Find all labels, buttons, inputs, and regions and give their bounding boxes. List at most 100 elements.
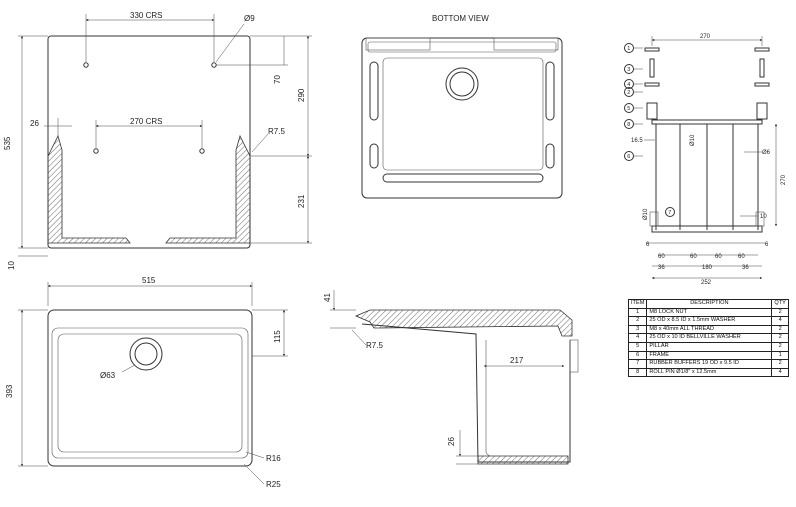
callout-label: 5: [627, 106, 630, 112]
dim-hole-dia: Ø9: [244, 14, 255, 23]
dim-side-26: 26: [447, 437, 456, 446]
dim-phi63: Ø63: [100, 371, 116, 380]
bom-item: 6: [627, 350, 648, 361]
bom-description: M8 LOCK NUT: [646, 307, 773, 318]
callout-label: 8: [627, 122, 630, 128]
bom-header-item: ITEM: [627, 299, 648, 309]
frame-dim-36-right: 36: [742, 265, 749, 271]
dim-330-crs: 330 CRS: [130, 11, 162, 20]
front-outline: [47, 35, 251, 249]
tap-hole: [199, 148, 205, 154]
bom-qty: 2: [771, 333, 789, 343]
bom-description: 25 OD x 10 ID BELLVILLE WASHER: [646, 333, 773, 343]
bom-item: 7: [627, 359, 648, 369]
frame-dim-270-side: 270: [781, 174, 787, 185]
bom-item: 5: [627, 341, 648, 352]
dim-515: 515: [142, 276, 156, 285]
frame-dim-6-right: 6: [765, 242, 769, 248]
dim-side-r7-5: R7.5: [366, 341, 383, 350]
callout-bubble: [665, 207, 675, 217]
tap-hole: [83, 62, 89, 68]
bom-description: ROLL PIN Ø1/8" x 12.5mm: [646, 367, 773, 378]
frame-dim-10: 10: [760, 214, 767, 220]
bom-description: 25 OD x 8.5 ID x 1.5mm WASHER: [646, 316, 773, 326]
frame-dim-252: 252: [701, 280, 712, 286]
front-left-wall: [47, 134, 131, 244]
front-section-view: 330 CRS Ø9 535 290 70 26 270 CRS R7.5 23…: [3, 11, 312, 270]
bom-header-qty: QTY: [771, 299, 789, 309]
dim-r25: R25: [266, 480, 281, 489]
frame-dim-60b: 60: [690, 254, 697, 260]
bom-description: M8 x 40mm ALL THREAD: [646, 324, 773, 335]
side-profile: [354, 309, 573, 337]
bom-qty: 4: [771, 367, 789, 378]
dim-290: 290: [297, 88, 306, 102]
callout-label: 6: [627, 154, 630, 160]
bom-qty: 2: [771, 324, 789, 335]
frame-dim-180: 180: [702, 265, 713, 271]
dim-10: 10: [7, 261, 16, 270]
plan-waste: [129, 337, 163, 371]
side-base: [477, 455, 569, 465]
frame-callouts: 1 3 4 2 5 8 6 7: [624, 43, 675, 217]
callout-label: 3: [627, 67, 630, 73]
plan-outline: [47, 309, 253, 467]
bottom-outline: [361, 37, 563, 199]
frame-dim-60d: 60: [738, 254, 745, 260]
bom-header-description: DESCRIPTION: [646, 299, 773, 309]
dim-270-crs: 270 CRS: [130, 117, 162, 126]
frame-dim-phi10-top: Ø10: [690, 134, 696, 146]
bottom-foot-rail: [369, 61, 379, 121]
callout-label: 1: [627, 46, 630, 52]
dim-41: 41: [323, 293, 332, 302]
bom-description: RUBBER BUFFERS 19 OD x 9.5 ID: [646, 359, 773, 369]
bottom-view-title: BOTTOM VIEW: [432, 14, 489, 23]
bottom-foot-rail: [382, 173, 544, 183]
frame-dim-phi10-left: Ø10: [643, 208, 649, 220]
frame-dim-60a: 60: [658, 254, 665, 260]
frame-dim-16-5: 16.5: [631, 138, 643, 144]
bom-item: 2: [627, 316, 648, 326]
frame-bottom-bar: [651, 225, 763, 233]
dim-217: 217: [510, 356, 524, 365]
front-right-wall: [165, 134, 251, 244]
frame-dim-270-top: 270: [700, 34, 711, 40]
frame-dim-36-left: 36: [658, 265, 665, 271]
bom-item: 1: [627, 307, 648, 318]
bom-qty: 1: [771, 350, 789, 361]
dim-535: 535: [3, 136, 12, 150]
dim-26: 26: [30, 119, 39, 128]
side-section-view: 41 R7.5 217 26: [323, 290, 579, 465]
callout-label: 7: [668, 210, 671, 216]
dim-393: 393: [5, 384, 14, 398]
bom-header-row: ITEM DESCRIPTION QTY: [627, 299, 789, 309]
bom-item: 8: [627, 367, 648, 378]
frame-dim-6-left: 6: [646, 242, 650, 248]
callout-label: 4: [627, 82, 630, 88]
plan-view: 515 393 115 Ø63 R16 R25: [5, 276, 288, 489]
bom-item: 3: [627, 324, 648, 335]
dim-231: 231: [297, 194, 306, 208]
bom-qty: 2: [771, 307, 789, 318]
bottom-foot-rail: [545, 61, 555, 121]
dim-r7-5: R7.5: [268, 127, 285, 136]
bom-qty: 2: [771, 359, 789, 369]
dim-115: 115: [273, 330, 282, 343]
bom-qty: 2: [771, 341, 789, 352]
dim-r16: R16: [266, 454, 281, 463]
dim-70: 70: [273, 75, 282, 84]
bom-qty: 4: [771, 316, 789, 326]
waste-outlet: [445, 67, 479, 101]
callout-label: 2: [627, 90, 630, 96]
